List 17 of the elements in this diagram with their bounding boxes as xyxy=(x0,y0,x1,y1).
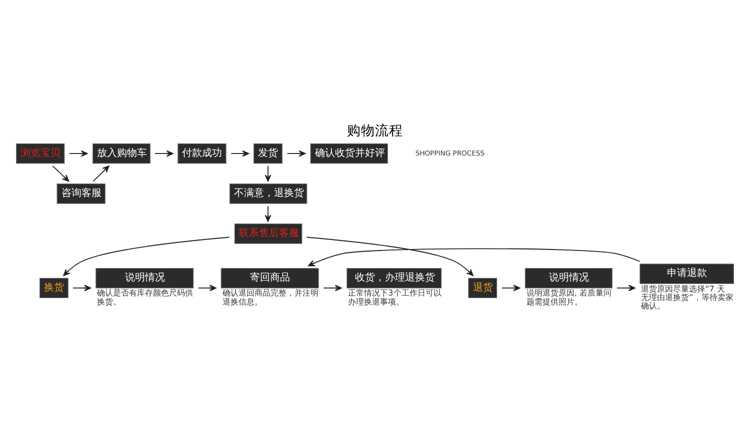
arrow xyxy=(154,150,174,156)
arrow xyxy=(264,205,272,222)
diagram-title: 购物流程 xyxy=(347,122,403,138)
arrow xyxy=(92,165,110,182)
arrow xyxy=(63,236,230,276)
arrow xyxy=(308,248,640,266)
arrow xyxy=(198,284,216,291)
arrow xyxy=(286,150,306,156)
arrow xyxy=(264,165,272,182)
arrow xyxy=(501,284,520,291)
arrow xyxy=(68,150,88,156)
arrow xyxy=(306,236,474,276)
arrow xyxy=(230,150,250,156)
arrow xyxy=(52,165,70,182)
arrow xyxy=(72,284,92,291)
arrow xyxy=(323,284,342,291)
arrow xyxy=(616,284,636,291)
